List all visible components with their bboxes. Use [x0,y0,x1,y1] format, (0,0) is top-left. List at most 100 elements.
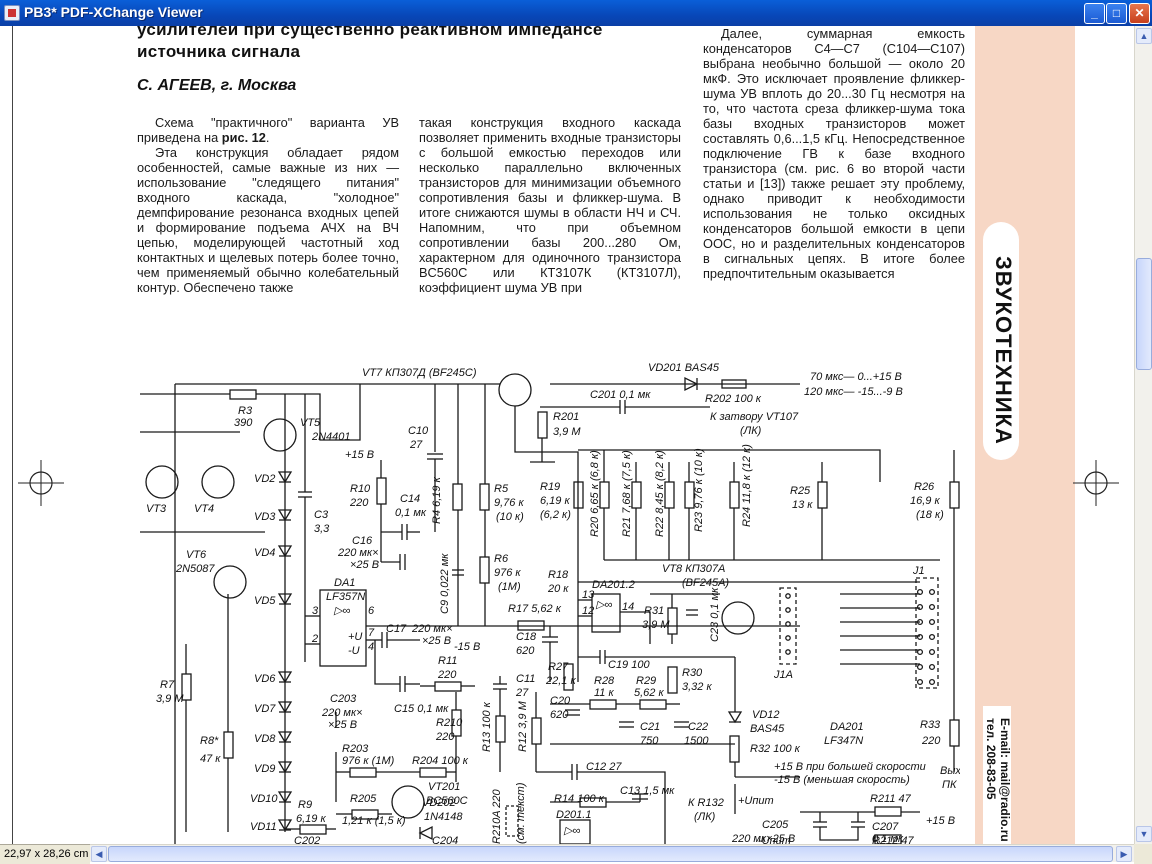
label-c14: C14 [400,493,420,505]
opamp-symbol-da201-2: ▷∞ [595,599,612,611]
opamp-symbol-da1: ▷∞ [333,605,350,617]
label-r30v: 3,32 к [682,681,712,693]
label-c22v: 1500 [684,735,709,747]
label-vd8: VD8 [254,733,276,745]
label-c16b: ×25 В [350,559,379,571]
col1-paragraph-1: Схема "практичного" варианта УВ приведен… [137,115,399,145]
label-r6: R6 [494,553,509,565]
label-r26v: 16,9 к [910,495,940,507]
close-button[interactable]: ✕ [1129,3,1150,24]
app-icon [4,5,20,21]
label-c16v: 220 мк× [337,547,379,559]
label-c203b: ×25 В [328,719,357,731]
label-r19b: (6,2 к) [540,509,571,521]
label-r28v: 11 к [594,687,614,699]
label-r27v: 22,1 к [545,675,576,687]
label-vt201: VT201 [428,781,460,793]
page-crop-line [12,26,13,844]
label-supply2: 120 мкс— -15...-9 В [804,386,903,398]
label-vt201m: BC560C [426,795,468,807]
title-bar: PB3* PDF-XChange Viewer _ □ ✕ [0,0,1152,26]
label-vd4: VD4 [254,547,275,559]
label-plus15: +15 В [345,449,374,461]
label-r26: R26 [914,481,935,493]
label-c203: C203 [330,693,357,705]
label-c12: C12 27 [586,761,622,773]
label-r5: R5 [494,483,509,495]
maximize-button[interactable]: □ [1106,3,1127,24]
label-r9v: 6,19 к [296,813,326,825]
schematic-wires [140,373,960,844]
document-page: усилителей при существенно реактивном им… [0,26,1134,844]
label-r204: R204 100 к [412,755,469,767]
vertical-scroll-thumb[interactable] [1136,258,1152,370]
label-vt3: VT3 [146,503,167,515]
label-r202: R202 100 к [705,393,762,405]
label-r212: R212 47 [872,835,914,844]
label-c20: C20 [550,695,571,707]
label-out: Вых. [940,765,960,777]
label-outpk: ПК [942,779,957,791]
label-c20v: 620 [550,709,569,721]
scroll-left-icon[interactable]: ◀ [91,846,107,862]
label-plus15b: +15 В [926,815,955,827]
label-r5v: 9,76 к [494,497,524,509]
label-fast: +15 В при большей скорости [774,761,926,773]
label-vd2: VD2 [254,473,275,485]
label-r18v: 20 к [547,583,569,595]
label-minusupit: -Uпит [758,835,791,844]
label-pin7: 7 [368,627,375,639]
label-vd201: VD201 BAS45 [648,362,720,374]
label-slow: -15 В (меньшая скорость) [774,774,910,786]
label-r22: R22 8,45 к (8,2 к) [654,450,666,537]
label-gate2: (ЛК) [740,425,762,437]
label-r201: R201 [553,411,579,423]
label-r21: R21 7,68 к (7,5 к) [621,450,633,537]
label-c3: C3 [314,509,329,521]
scrollbar-corner [1134,844,1152,864]
label-r18: R18 [548,569,569,581]
label-r203: R203 [342,743,369,755]
label-r33v: 220 [921,735,941,747]
label-da1m: LF357N [326,591,365,603]
label-r19v: 6,19 к [540,495,570,507]
label-kr132: К R132 [688,797,724,809]
contact-email: E-mail: mail@radio.ru [998,718,1012,842]
label-r24: R24 11,8 к (12 к) [741,444,753,527]
label-r32: R32 100 к [750,743,801,755]
document-viewport[interactable]: усилителей при существенно реактивном им… [0,26,1134,844]
section-title: ЗВУКОТЕХНИКА [991,256,1016,445]
label-supply1: 70 мкс— 0...+15 В [810,371,902,383]
scroll-down-icon[interactable]: ▼ [1136,826,1152,842]
label-vd11: VD11 [250,821,277,833]
horizontal-scrollbar[interactable]: ◀ ▶ [90,844,1134,862]
label-r31: R31 [644,605,664,617]
label-c10: C10 [408,425,429,437]
contact-phone: тел. 208-83-05 [984,718,998,800]
minimize-button[interactable]: _ [1084,3,1105,24]
label-c17v: 220 мк× [411,623,453,635]
label-r14: R14 100 к [554,793,605,805]
label-vd7: VD7 [254,703,276,715]
label-kr132b: (ЛК) [694,811,716,823]
label-vt8m: (BF245А) [682,577,729,589]
text-column-2: такая конструкция входного каскада позво… [419,115,681,295]
label-vd202: VD202 [422,797,456,809]
section-pill [983,222,1019,460]
horizontal-scroll-thumb[interactable] [108,846,1113,862]
label-r12: R12 3,9 М [517,700,529,752]
label-c3v: 3,3 [314,523,330,535]
label-c13: C13 1,5 мк [620,785,675,797]
label-vd9: VD9 [254,763,275,775]
scroll-right-icon[interactable]: ▶ [1116,846,1132,862]
window-title: PB3* PDF-XChange Viewer [24,4,203,20]
label-r6b: (1М) [498,581,521,593]
label-upos: +U [348,631,362,643]
label-c202: C202 [294,835,320,844]
label-r28: R28 [594,675,615,687]
scroll-up-icon[interactable]: ▲ [1136,28,1152,44]
label-r30: R30 [682,667,703,679]
label-vd12: VD12 [752,709,780,721]
vertical-scrollbar[interactable]: ▲ ▼ [1134,26,1152,844]
label-r8v: 47 к [200,753,221,765]
